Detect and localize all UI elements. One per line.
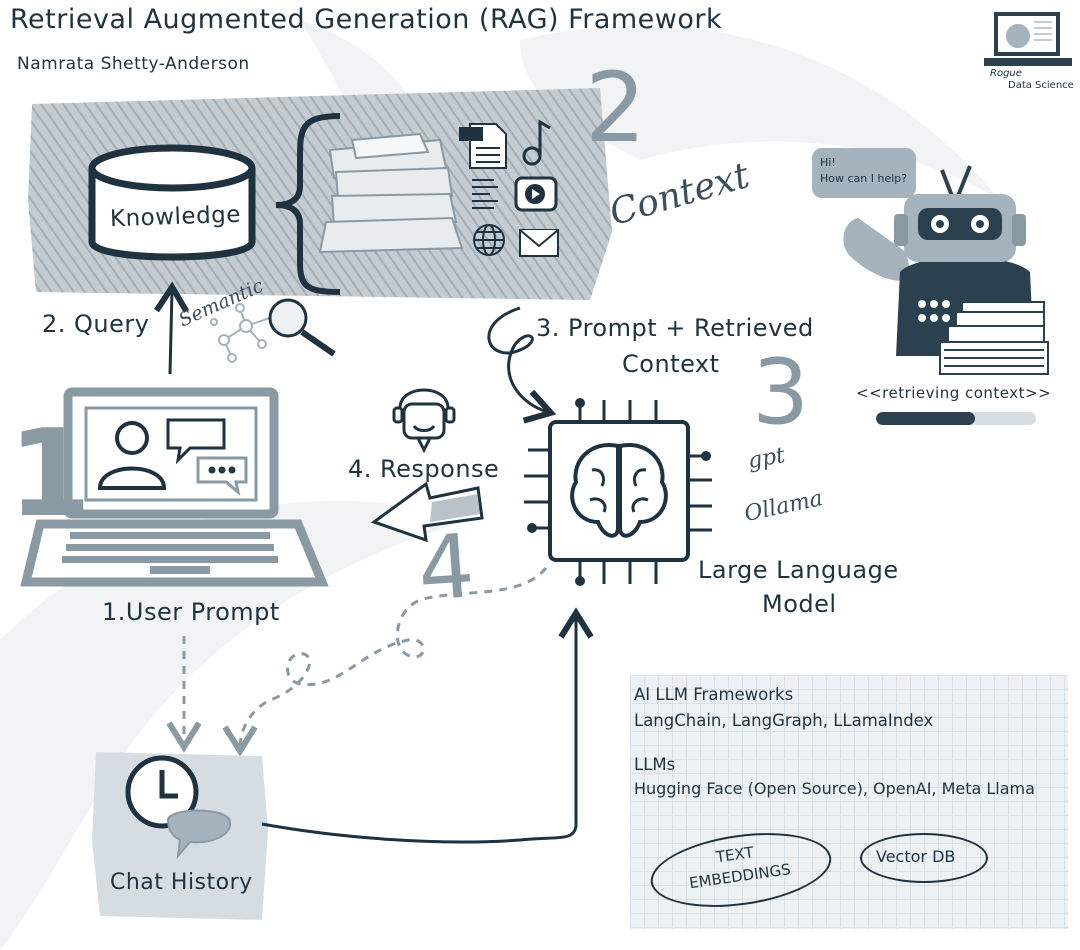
text-embeddings-line2: EMBEDDINGS <box>688 860 792 893</box>
step-number-1: 1 <box>8 405 92 544</box>
robot-speech-bubble: Hi! How can I help? <box>812 148 916 198</box>
author-name: Namrata Shetty-Anderson <box>17 54 250 74</box>
logo-laptop-icon <box>984 12 1072 66</box>
text-embeddings-line1: TEXT <box>714 843 755 867</box>
speech-line1: Hi! <box>820 156 836 169</box>
video-play-icon <box>514 176 558 212</box>
book-stack-icon <box>939 301 1049 375</box>
support-agent-icon <box>392 388 456 454</box>
llm-chip-icon <box>524 398 712 586</box>
globe-icon <box>473 224 505 256</box>
retrieving-status: <<retrieving context>> <box>856 384 1052 402</box>
diagram-title: Retrieval Augmented Generation (RAG) Fra… <box>10 4 723 35</box>
frameworks-list: LangChain, LangGraph, LLamaIndex <box>634 711 934 730</box>
vector-db-label: Vector DB <box>876 847 956 866</box>
history-to-llm-arrow <box>261 607 594 844</box>
retrieval-progress-bar <box>876 412 1036 425</box>
frameworks-heading: AI LLM Frameworks <box>634 685 794 704</box>
llm-label-line2: Model <box>762 590 837 618</box>
llm-label-line1: Large Language <box>698 556 899 584</box>
paper-stack-icon <box>318 132 464 254</box>
query-label: 2. Query <box>42 310 150 338</box>
semantic-network-icon <box>210 303 271 363</box>
retrieval-progress-fill <box>876 412 976 425</box>
curly-brace <box>275 113 341 295</box>
logo-text: Rogue Data Science <box>990 68 1074 92</box>
speech-line2: How can I help? <box>820 172 908 185</box>
vector-db-oval: Vector DB <box>860 833 988 883</box>
knowledge-database-icon <box>88 144 256 261</box>
text-embeddings-oval: TEXT EMBEDDINGS <box>646 822 836 918</box>
step-number-3: 3 <box>752 340 810 445</box>
logo-text-line2: Data Science <box>1008 80 1074 91</box>
chat-bubbles-icon <box>166 418 248 496</box>
query-arrow <box>153 281 190 375</box>
tools-panel: AI LLM Frameworks LangChain, LangGraph, … <box>630 675 1068 929</box>
knowledge-label: Knowledge <box>109 201 242 233</box>
clock-icon <box>125 755 199 829</box>
llms-list: Hugging Face (Open Source), OpenAI, Meta… <box>634 779 1035 798</box>
chat-scribble-icon <box>166 809 232 860</box>
step-number-2: 2 <box>585 52 647 164</box>
llms-heading: LLMs <box>634 755 676 774</box>
user-avatar-icon <box>97 421 167 490</box>
prompt-context-arrow <box>487 306 557 424</box>
mail-icon <box>519 229 559 257</box>
prompt-context-label-line1: 3. Prompt + Retrieved <box>536 314 814 342</box>
text-document-icon <box>472 179 498 209</box>
pdf-file-icon <box>459 123 507 169</box>
logo-text-line1: Rogue <box>990 68 1022 79</box>
magnifier-icon <box>268 298 336 357</box>
step-number-4: 4 <box>414 514 478 621</box>
music-note-icon <box>522 119 551 166</box>
response-label: 4. Response <box>348 455 500 483</box>
user-prompt-label: 1.User Prompt <box>102 598 280 626</box>
chat-history-label: Chat History <box>110 870 253 895</box>
prompt-context-label-line2: Context <box>622 350 720 378</box>
